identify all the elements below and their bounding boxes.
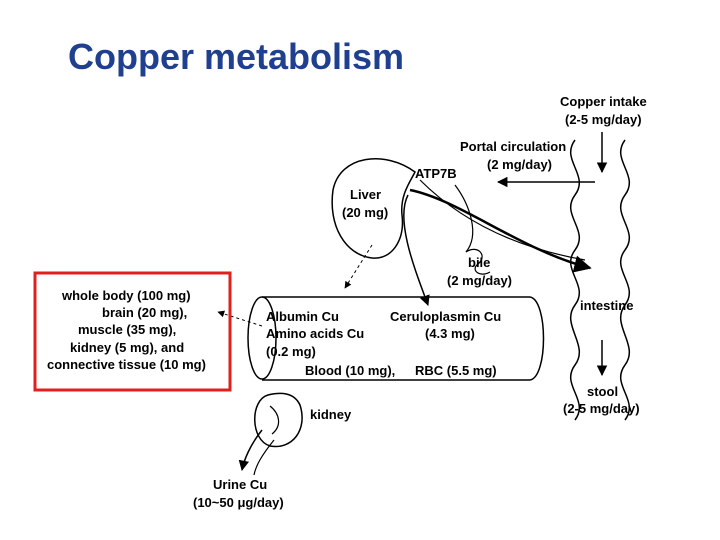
- whole-body-line-1: whole body (100 mg): [61, 288, 191, 303]
- portal-circulation-amount: (2 mg/day): [487, 157, 552, 172]
- stool-label: stool: [587, 384, 618, 399]
- bile-amount: (2 mg/day): [447, 273, 512, 288]
- portal-circulation-label: Portal circulation: [460, 139, 566, 154]
- amino-acids-label: Amino acids Cu: [266, 326, 364, 341]
- intestine-wall-left: [569, 139, 581, 421]
- albumin-amount: (0.2 mg): [266, 344, 316, 359]
- stool-amount: (2-5 mg/day): [563, 401, 640, 416]
- blood-to-body-dashed-arrow: [217, 310, 263, 327]
- ceruloplasmin-label: Ceruloplasmin Cu: [390, 309, 501, 324]
- intestine-wall-right: [619, 139, 631, 421]
- kidney-inner: [269, 405, 280, 435]
- copper-intake-amount: (2-5 mg/day): [565, 112, 642, 127]
- liver-right-lobe-curve: [454, 184, 474, 253]
- urine-arrow: [238, 429, 263, 472]
- copper-intake-label: Copper intake: [560, 94, 647, 109]
- liver-to-body-dashed-arrow: [344, 244, 373, 289]
- blood-vessel-cylinder: [262, 296, 545, 381]
- rbc-label: RBC (5.5 mg): [415, 363, 497, 378]
- liver-shape: [331, 158, 416, 259]
- liver-to-bile-arrow: [409, 188, 592, 273]
- whole-body-line-5: connective tissue (10 mg): [47, 357, 206, 372]
- atp7b-label: ATP7B: [415, 166, 457, 181]
- blood-vessel-end: [247, 296, 277, 380]
- urine-amount: (10~50 μg/day): [193, 495, 284, 510]
- kidney-shape: [254, 392, 303, 448]
- kidney-label: kidney: [310, 407, 352, 422]
- albumin-label: Albumin Cu: [266, 309, 339, 324]
- intestine-label: intestine: [580, 298, 633, 313]
- whole-body-line-2: brain (20 mg),: [102, 305, 187, 320]
- ceruloplasmin-amount: (4.3 mg): [425, 326, 475, 341]
- bile-squiggle: [465, 248, 491, 275]
- whole-body-line-3: muscle (35 mg),: [78, 322, 176, 337]
- blood-label: Blood (10 mg),: [305, 363, 395, 378]
- urine-label: Urine Cu: [213, 477, 267, 492]
- liver-amount: (20 mg): [342, 205, 388, 220]
- whole-body-highlight-box: [33, 271, 232, 392]
- page-title: Copper metabolism: [68, 36, 405, 77]
- liver-to-ceruloplasmin-arrow: [403, 194, 430, 306]
- liver-label: Liver: [350, 187, 381, 202]
- liver-thin-curve: [419, 179, 586, 261]
- bile-label: bile: [468, 255, 490, 270]
- urine-tube: [253, 439, 275, 476]
- whole-body-line-4: kidney (5 mg), and: [70, 340, 184, 355]
